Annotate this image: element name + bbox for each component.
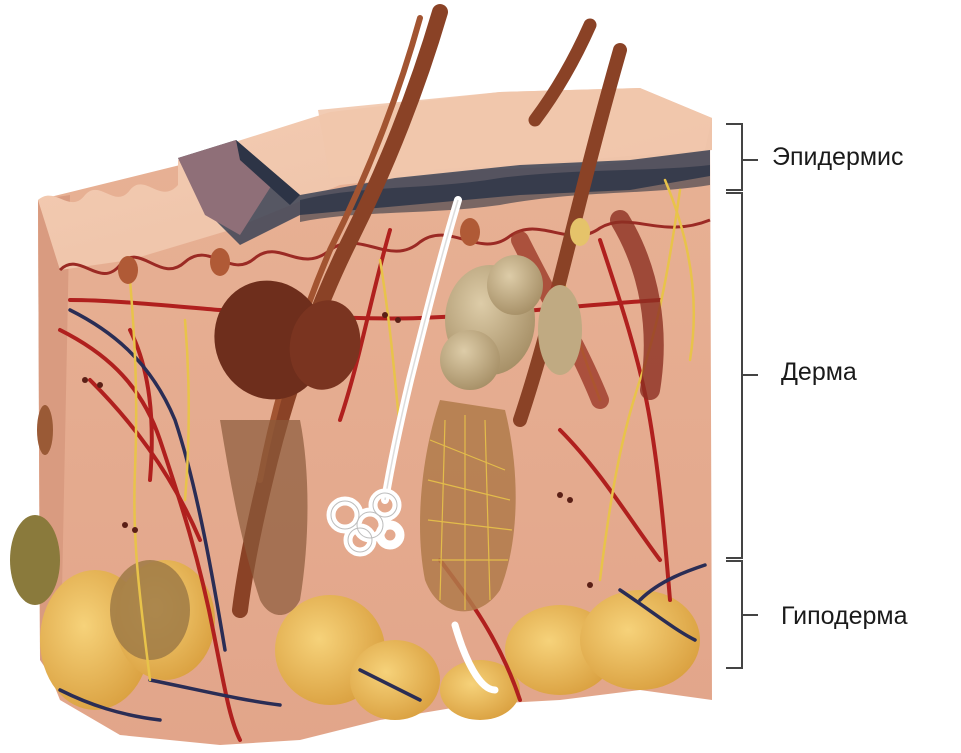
dermis-label: Дерма [781, 358, 857, 387]
hypodermis-label: Гиподерма [781, 602, 907, 631]
epidermis-bracket [726, 124, 742, 190]
dermis-bracket [726, 193, 742, 558]
fat-globule [10, 515, 60, 605]
layer-brackets [726, 124, 758, 668]
epidermis-label: Эпидермис [772, 143, 904, 172]
fat-globule [110, 560, 190, 660]
hypodermis-bracket [726, 561, 742, 668]
